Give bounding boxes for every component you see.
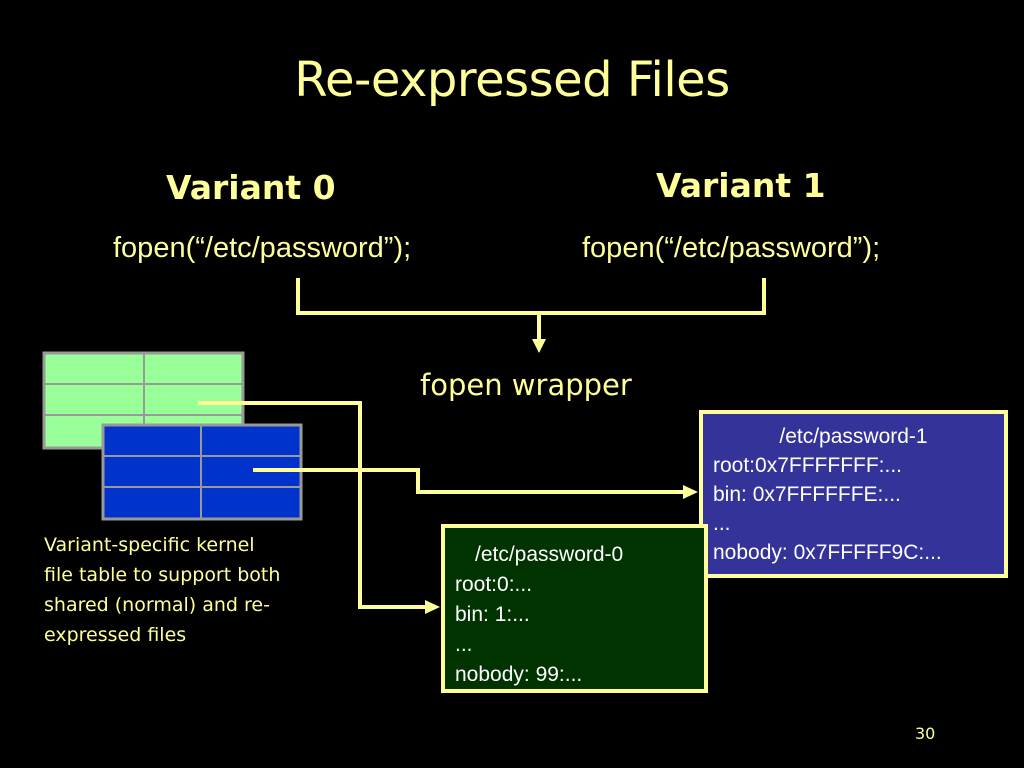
file-box-password-1: /etc/password-1 root:0x7FFFFFFF:... bin:… [699, 410, 1008, 578]
bracket-arrowhead [532, 339, 546, 353]
file-line: nobody: 0x7FFFFF9C:... [713, 541, 942, 564]
merge-bracket [296, 278, 766, 315]
file-box-password-0: /etc/password-0 root:0:... bin: 1:... ..… [441, 524, 708, 693]
file-line: bin: 0x7FFFFFFE:... [713, 483, 901, 506]
connector-table0-arrowhead [425, 600, 440, 614]
file-name: /etc/password-1 [779, 425, 928, 448]
file-line: bin: 1:... [455, 603, 530, 626]
variant-1-heading: Variant 1 [656, 166, 826, 205]
file-line: root:0x7FFFFFFF:... [713, 454, 903, 477]
fopen-wrapper-label: fopen wrapper [420, 368, 632, 402]
kernel-table-note: Variant-specific kernel file table to su… [44, 534, 281, 646]
page-number: 30 [915, 724, 936, 743]
variant-0-fopen-call: fopen(“/etc/password”); [113, 232, 412, 264]
file-line: ... [455, 633, 473, 656]
variant-1-fopen-call: fopen(“/etc/password”); [582, 232, 881, 264]
file-name: /etc/password-0 [475, 543, 624, 566]
file-line: nobody: 99:... [455, 663, 583, 686]
file-line: ... [713, 512, 731, 535]
connector-table1-to-file1 [253, 468, 684, 494]
file-line: root:0:... [455, 573, 533, 596]
slide-title: Re-expressed Files [294, 52, 730, 108]
variant-0-heading: Variant 0 [166, 168, 336, 207]
connector-table1-arrowhead [683, 485, 698, 499]
connector-table0-to-file0 [198, 401, 426, 609]
